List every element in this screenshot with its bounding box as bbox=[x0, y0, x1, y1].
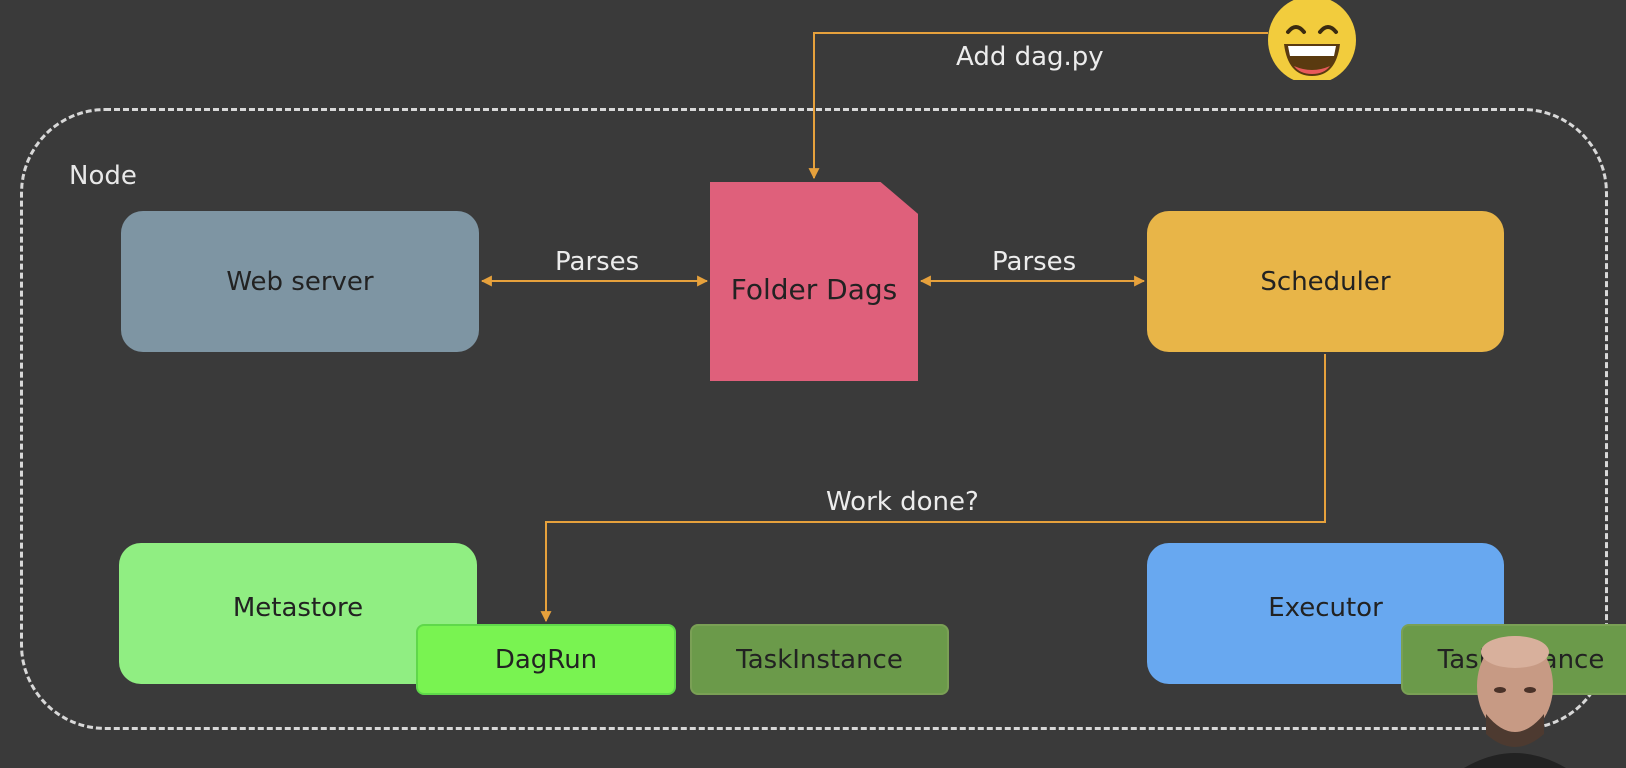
executor-box: Executor bbox=[1147, 543, 1504, 684]
taskinstance-box: TaskInstance bbox=[690, 624, 949, 695]
dagrun-box: DagRun bbox=[416, 624, 676, 695]
metastore-label: Metastore bbox=[232, 592, 364, 623]
folder-dags-box: Folder Dags bbox=[710, 182, 918, 381]
node-label: Node bbox=[69, 161, 137, 191]
folder-dags-label: Folder Dags bbox=[730, 273, 898, 306]
parses-label-right: Parses bbox=[992, 247, 1077, 277]
dagrun-label: DagRun bbox=[494, 644, 598, 675]
web-server-box: Web server bbox=[121, 211, 479, 352]
taskinstance-label: TaskInstance bbox=[736, 644, 903, 675]
executor-label: Executor bbox=[1268, 592, 1383, 623]
web-server-label: Web server bbox=[226, 266, 374, 297]
add-dag-label: Add dag.py bbox=[956, 42, 1104, 72]
parses-label-left: Parses bbox=[555, 247, 640, 277]
presenter-webcam bbox=[1464, 636, 1566, 768]
work-done-arrow bbox=[540, 354, 1326, 623]
scheduler-box: Scheduler bbox=[1147, 211, 1504, 352]
scheduler-label: Scheduler bbox=[1260, 266, 1391, 297]
work-done-label: Work done? bbox=[826, 487, 979, 517]
add-dag-arrow bbox=[808, 32, 1268, 180]
grinning-face-icon bbox=[1268, 0, 1356, 80]
